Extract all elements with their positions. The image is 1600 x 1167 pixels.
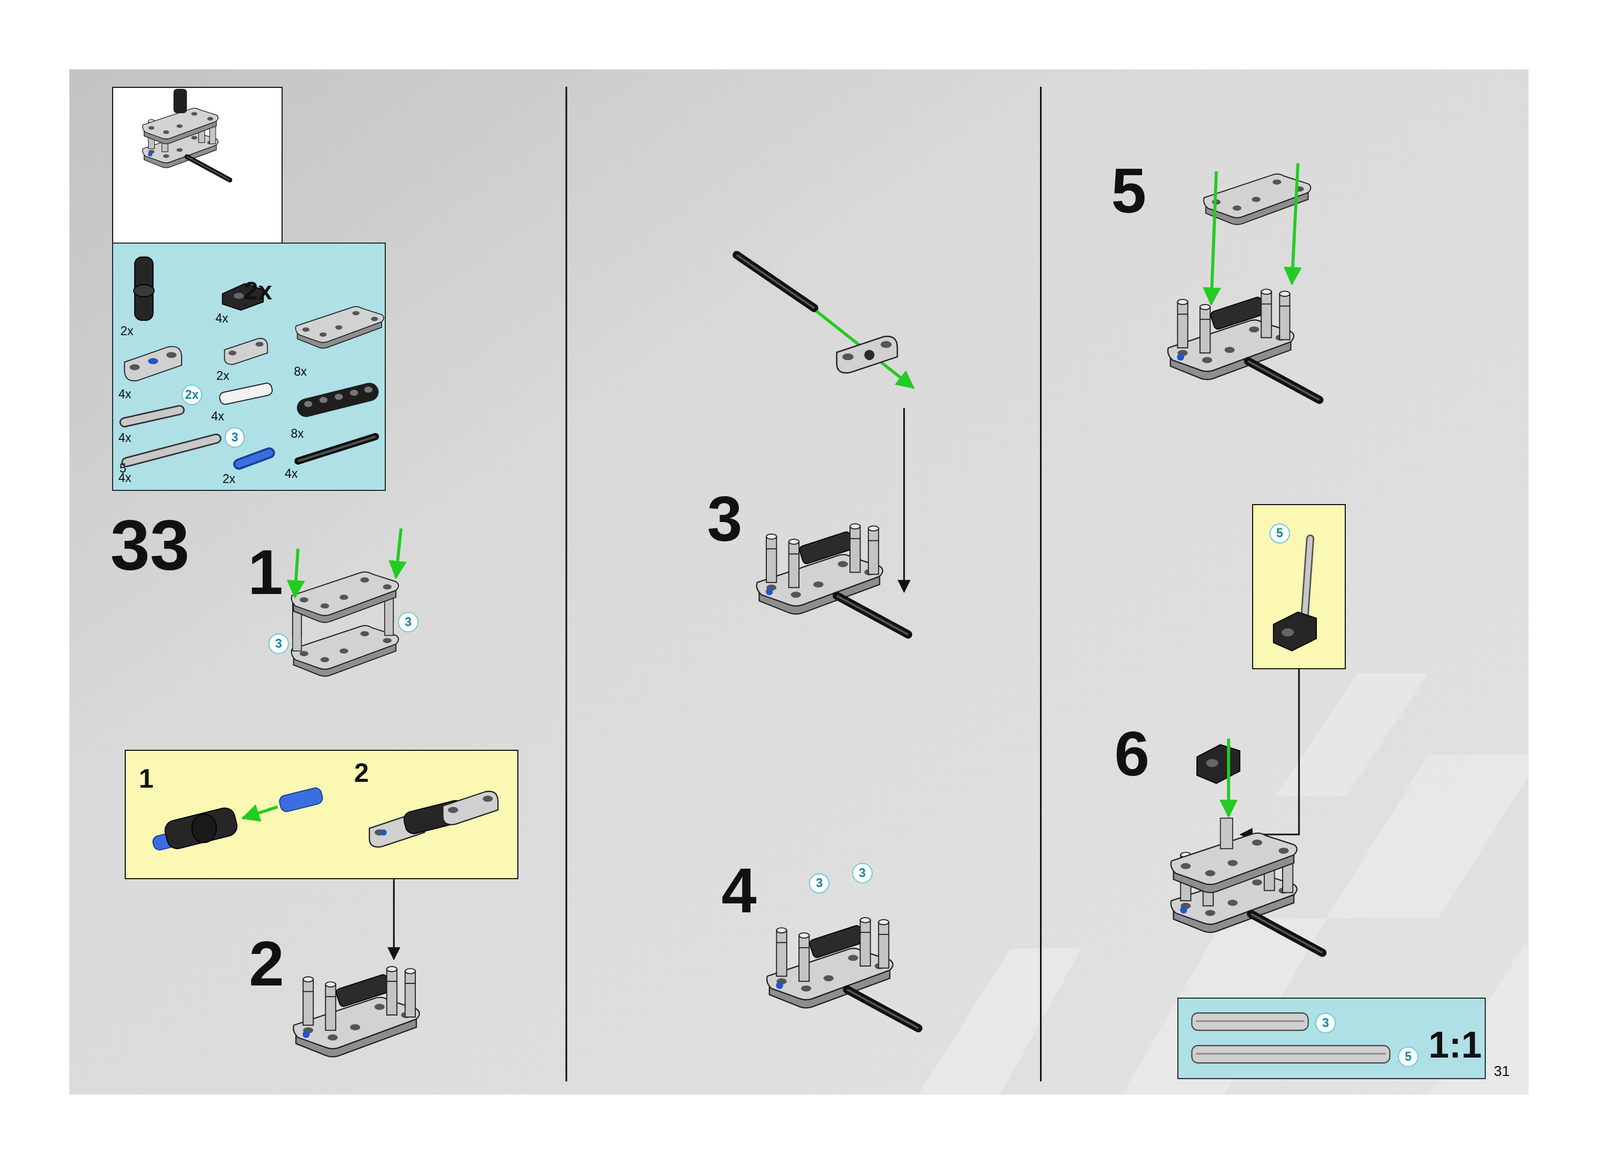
callout-number: 5: [1397, 1046, 1419, 1068]
step-number: 1: [247, 538, 284, 606]
scale-label: 1:1: [1428, 1026, 1482, 1065]
callout-number: 3: [1315, 1013, 1336, 1034]
quantity: 2x: [243, 277, 273, 305]
callout-number: 2x: [181, 384, 203, 406]
part-count: 4x: [118, 387, 132, 401]
step-number: 33: [110, 507, 190, 583]
callout-box: 12: [124, 750, 519, 880]
step-number: 4: [721, 857, 757, 924]
part-count: 4x: [284, 467, 298, 480]
part-count: 2x: [120, 324, 134, 338]
callout-box: 5: [1252, 504, 1346, 670]
part-count: 4x: [215, 312, 229, 325]
part-count: 4x: [211, 410, 225, 423]
part-count: 2x: [216, 369, 230, 383]
part-count: 8x: [293, 365, 307, 378]
step-number: 5: [1111, 157, 1147, 224]
callout-number: 3: [224, 427, 246, 448]
callout-number: 5: [1269, 523, 1290, 545]
scale-box: 3 5 1:1: [1177, 997, 1486, 1080]
page-number: 31: [1493, 1064, 1510, 1079]
callout-number: 3: [397, 612, 419, 633]
step-number: 2: [248, 930, 285, 997]
step-number: 6: [1114, 720, 1150, 787]
step-number: 3: [707, 485, 743, 553]
part-count: 8x: [291, 427, 305, 440]
substep-number: 2: [354, 759, 369, 788]
callout-number: 3: [268, 633, 289, 655]
part-count: 4x: [118, 431, 132, 445]
part-count: 2x: [222, 472, 236, 486]
label: 5: [119, 462, 127, 475]
substep-number: 1: [138, 765, 154, 794]
callout-number: 3: [852, 863, 873, 884]
